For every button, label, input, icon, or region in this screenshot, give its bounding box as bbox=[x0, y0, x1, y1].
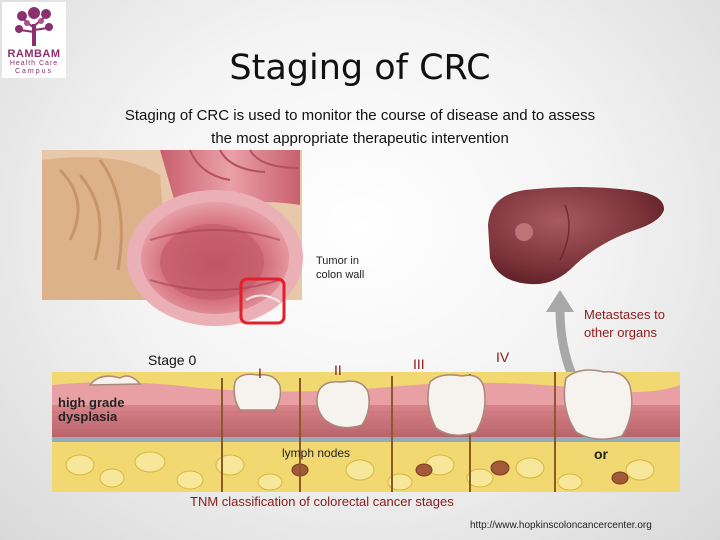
stage-4-label: IV bbox=[496, 349, 510, 365]
metastases-label: Metastases to other organs bbox=[584, 307, 665, 340]
logo-campus: Campus bbox=[14, 68, 54, 75]
tree-icon bbox=[15, 7, 53, 46]
source-url: http://www.hopkinscoloncancercenter.org bbox=[470, 520, 652, 531]
stage-2-label: II bbox=[334, 362, 342, 378]
high-grade-dysplasia-label: high grade dysplasia bbox=[58, 395, 125, 424]
metastasis-arrow bbox=[546, 290, 577, 377]
stage-1-label: I bbox=[258, 365, 262, 381]
page-title: Staging of CRC bbox=[229, 48, 491, 88]
logo-name: RAMBAM bbox=[7, 48, 61, 60]
colon-illustration bbox=[42, 149, 303, 326]
rambam-logo: RAMBAM Health Care Campus bbox=[2, 2, 66, 78]
stage-3-label: III bbox=[413, 356, 425, 372]
stage-0-label: Stage 0 bbox=[148, 352, 197, 368]
colon-wall-cross-section bbox=[52, 369, 680, 492]
or-label: or bbox=[594, 446, 608, 462]
liver-illustration bbox=[488, 187, 665, 285]
tnm-caption: TNM classification of colorectal cancer … bbox=[190, 494, 454, 509]
logo-tagline: Health Care bbox=[9, 60, 59, 67]
tumor-highlight-box bbox=[239, 277, 286, 325]
page-subtitle: Staging of CRC is used to monitor the co… bbox=[124, 107, 596, 147]
lymph-nodes-label: lymph nodes bbox=[282, 446, 351, 460]
tumor-label: Tumor in colon wall bbox=[316, 255, 365, 281]
